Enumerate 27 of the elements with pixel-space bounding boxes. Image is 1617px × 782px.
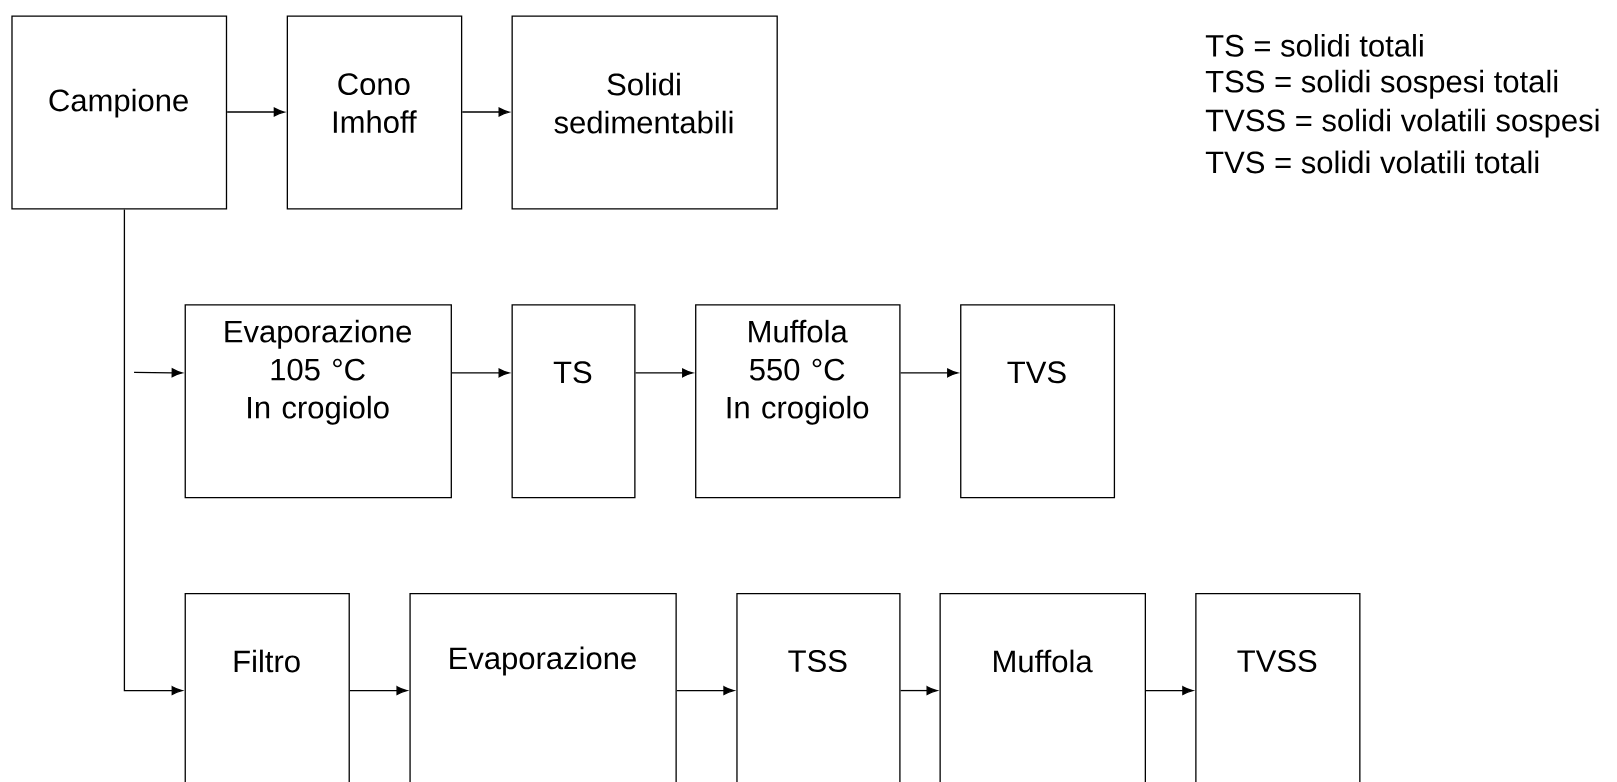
process-box: Evaporazione 105 °C In crogiolo [184,304,452,499]
arrow [226,107,285,117]
process-box: TVS [960,304,1116,499]
process-box: Campione [11,15,228,210]
arrow [451,368,510,378]
abbreviation-note: TSS = solidi sospesi totali [1205,69,1558,99]
process-box: Evaporazione [409,593,677,782]
arrow [899,368,959,378]
arrow [461,107,510,117]
process-box: Cono Imhoff [286,15,463,210]
process-box: TSS [736,593,901,782]
arrow [899,686,938,696]
process-box: Filtro [184,593,350,782]
process-box: Muffola 550 °C In crogiolo [695,304,901,499]
abbreviation-note: TS = solidi totali [1205,34,1423,57]
arrow [634,368,694,378]
arrow [349,686,408,696]
arrow [676,686,735,696]
arrow [133,368,183,378]
process-box: Muffola [939,593,1146,782]
process-box: TVSS [1195,593,1361,782]
arrow [1145,686,1194,696]
arrow [123,208,183,696]
process-box: Solidi sedimentabili [511,15,778,210]
abbreviation-note: TVS = solidi volatili totali [1205,150,1539,174]
process-box: TS [511,304,636,499]
abbreviation-note: TVSS = solidi volatili sospesi [1205,108,1599,138]
